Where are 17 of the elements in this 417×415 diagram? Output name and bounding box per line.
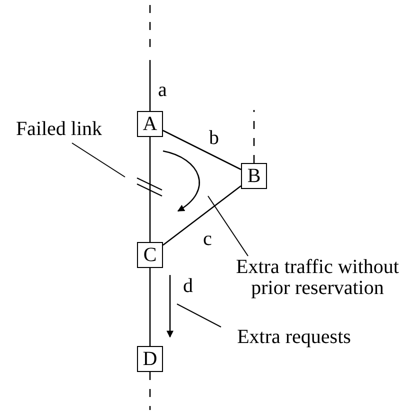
leader-line: [176, 304, 222, 328]
link-line: [162, 185, 242, 246]
link-line: [149, 268, 151, 346]
router-box: C: [137, 242, 163, 268]
leader-line: [72, 142, 126, 178]
link-line: [162, 130, 242, 170]
callout-text: Extra traffic without prior reservation: [218, 256, 417, 300]
callout-text: Extra requests: [222, 325, 366, 349]
router-box: D: [137, 346, 163, 372]
router-box: A: [137, 111, 163, 137]
link-line: [149, 372, 151, 410]
router-box: B: [241, 163, 267, 189]
link-line: [149, 137, 151, 242]
leader-line: [208, 196, 248, 256]
link-line: [253, 110, 255, 163]
link-line: [149, 60, 151, 111]
callout-text: Failed link: [4, 116, 114, 142]
